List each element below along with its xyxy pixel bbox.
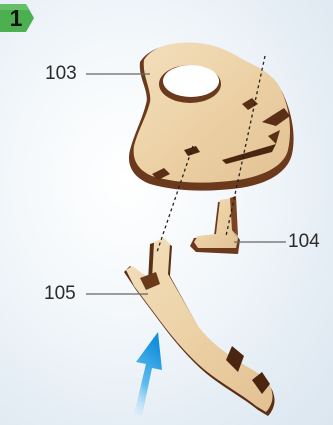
part-103-head-piece — [129, 43, 294, 191]
callout-label-104: 104 — [288, 231, 320, 253]
callout-label-103: 103 — [45, 63, 77, 85]
step-badge: 1 — [0, 0, 36, 36]
step-number: 1 — [5, 3, 27, 33]
insert-direction-arrow-icon — [134, 332, 162, 416]
callout-label-105: 105 — [44, 283, 76, 305]
